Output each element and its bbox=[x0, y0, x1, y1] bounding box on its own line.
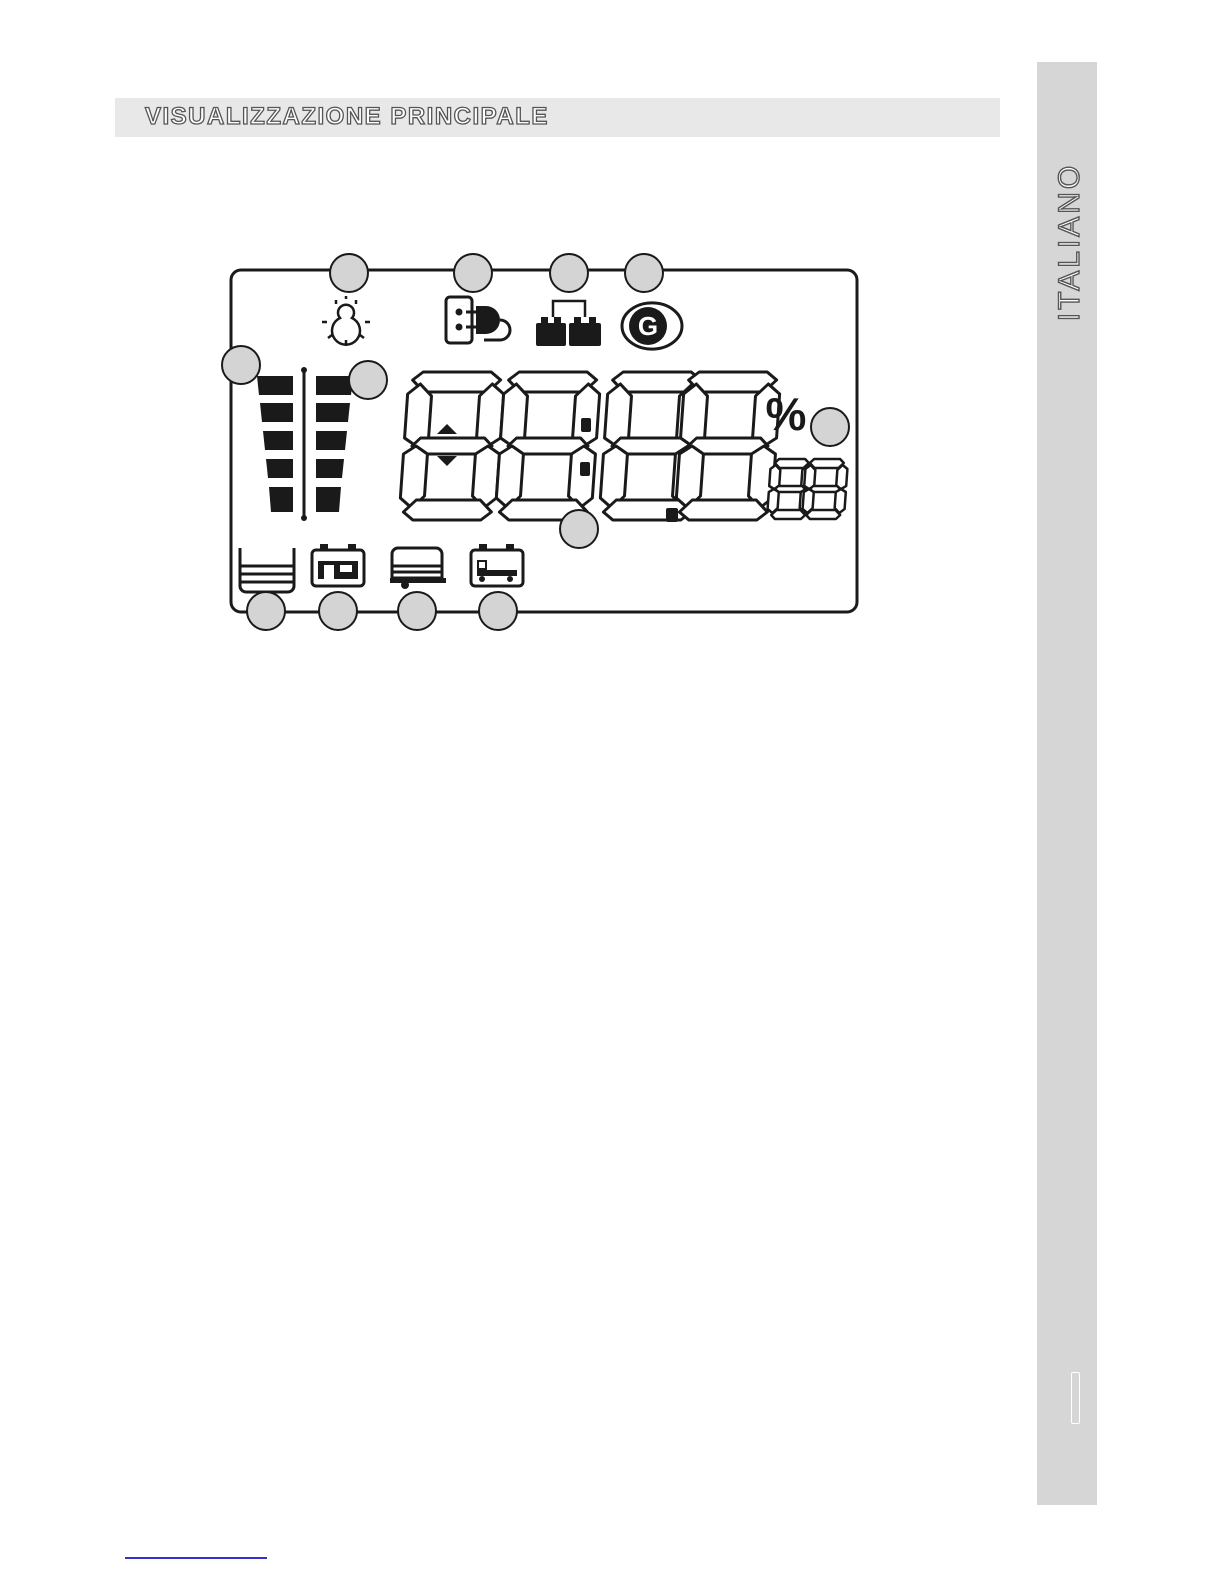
percent-symbol: % bbox=[766, 388, 807, 440]
callout-tank bbox=[247, 592, 285, 630]
page-number-box bbox=[1071, 1372, 1080, 1424]
callout-light bbox=[330, 254, 368, 292]
callout-generator bbox=[625, 254, 663, 292]
caravan-icon bbox=[390, 548, 446, 589]
callout-truck bbox=[479, 592, 517, 630]
lcd-display-diagram: G % bbox=[0, 0, 1224, 700]
callout-batteries bbox=[550, 254, 588, 292]
callout-digits bbox=[560, 510, 598, 548]
callout-caravan bbox=[398, 592, 436, 630]
caravan-battery-icon bbox=[312, 544, 364, 586]
svg-text:G: G bbox=[638, 311, 658, 341]
footer-link-line bbox=[125, 1557, 267, 1559]
callout-plug bbox=[454, 254, 492, 292]
small-digit-2 bbox=[802, 459, 848, 519]
callout-bar-left bbox=[222, 346, 260, 384]
truck-battery-icon bbox=[471, 544, 523, 586]
generator-icon: G bbox=[622, 303, 682, 349]
decimal-point bbox=[666, 508, 678, 522]
callout-bar-right bbox=[349, 361, 387, 399]
callout-percent bbox=[811, 408, 849, 446]
level-bar-graph bbox=[257, 367, 353, 521]
callout-caravan-battery bbox=[319, 592, 357, 630]
